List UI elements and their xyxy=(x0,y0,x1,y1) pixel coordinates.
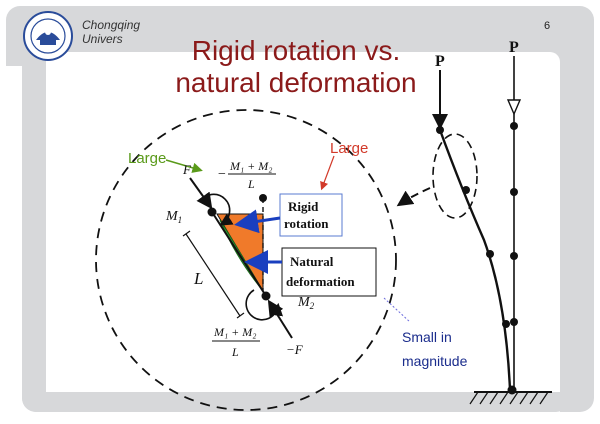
load-arrowhead-2 xyxy=(506,99,522,116)
deformed-column xyxy=(438,129,512,391)
label-force-bottom: −F xyxy=(286,342,304,357)
pointer-large-green xyxy=(165,159,203,173)
fraction-bottom-numerator: M₁ + M₂ xyxy=(213,325,256,339)
title-line-1: Rigid rotation vs. xyxy=(192,35,401,66)
natural-deformation-line-1: Natural xyxy=(290,254,334,269)
frame-right xyxy=(560,56,594,412)
pointer-small-magnitude xyxy=(383,297,411,323)
institution-line-2: Univers xyxy=(82,32,123,46)
label-small-line-1: Small in xyxy=(402,329,452,345)
force-arrow-bottom xyxy=(267,299,293,339)
load-label-1: P xyxy=(435,53,445,70)
natural-deformation-line-2: deformation xyxy=(286,274,355,289)
fraction-bottom-denominator: L xyxy=(231,345,239,359)
label-large-green: Large xyxy=(128,150,166,167)
rigid-rotation-line-1: Rigid xyxy=(288,199,319,214)
force-arrow-top xyxy=(189,177,213,210)
fraction-top-denominator: L xyxy=(247,177,255,191)
straight-node-4 xyxy=(510,318,518,326)
beam-element-line xyxy=(211,211,267,297)
load-label-2: P xyxy=(509,39,519,56)
page-number: 6 xyxy=(544,20,551,32)
node-ref xyxy=(259,194,267,202)
rigid-rotation-box xyxy=(279,193,343,237)
label-moment-1: M1 xyxy=(165,209,182,225)
node-top xyxy=(207,207,217,217)
title-line-2: natural deformation xyxy=(175,67,416,98)
pointer-large-red xyxy=(320,155,335,191)
moment-arc-bottom xyxy=(245,289,283,321)
label-small-line-2: magnitude xyxy=(402,353,468,369)
natural-deformation-box xyxy=(281,247,377,297)
frame-left xyxy=(22,56,46,412)
deformed-node-3 xyxy=(486,250,494,258)
fraction-top-sign: − xyxy=(218,167,226,182)
base-node xyxy=(507,385,517,395)
straight-node-1 xyxy=(510,122,518,130)
university-logo-icon xyxy=(23,11,73,61)
deformed-node-2 xyxy=(462,186,470,194)
fraction-top-numerator: M₁ + M₂ xyxy=(229,159,272,173)
label-moment-2: M2 xyxy=(297,295,315,311)
deformed-node-4 xyxy=(502,320,510,328)
label-length: L xyxy=(193,269,203,288)
institution-name: Chongqing Univers xyxy=(82,18,140,46)
detail-circle xyxy=(95,109,397,411)
deformed-node-1 xyxy=(436,126,444,134)
ground-hatch xyxy=(469,391,549,405)
straight-node-3 xyxy=(510,252,518,260)
frame-bottom xyxy=(22,392,570,412)
zoom-connector xyxy=(396,187,431,207)
institution-line-1: Chongqing xyxy=(82,18,141,32)
detail-ellipse xyxy=(432,133,478,219)
moment-arc-top xyxy=(199,193,234,226)
length-dimension xyxy=(185,233,241,317)
node-bottom xyxy=(261,291,271,301)
straight-node-2 xyxy=(510,188,518,196)
arrow-rigid-rotation xyxy=(234,209,281,234)
label-force-top: F xyxy=(182,162,192,177)
rigid-rotation-line-2: rotation xyxy=(284,216,329,231)
label-large-red: Large xyxy=(330,140,368,157)
